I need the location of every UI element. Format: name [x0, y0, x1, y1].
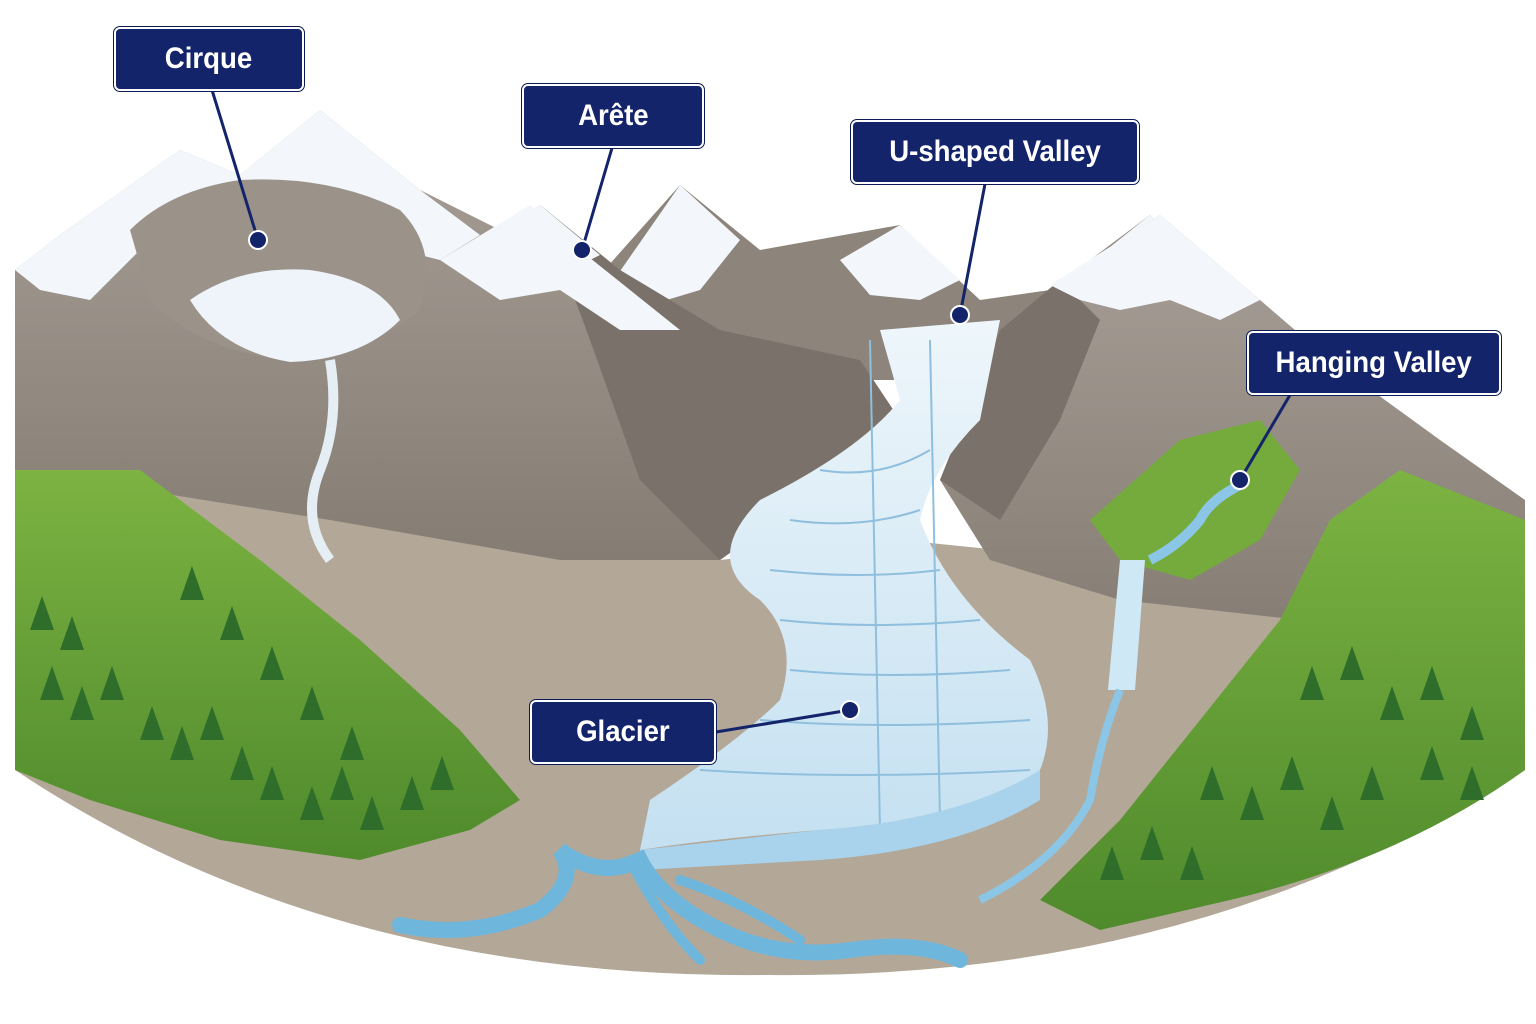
- hanging-valley-pointer: [1230, 394, 1292, 490]
- cirque-snow-basin: [190, 269, 400, 362]
- label-u-shaped-valley-text: U-shaped Valley: [889, 135, 1101, 168]
- left-forest-trees: [30, 566, 454, 830]
- u-valley-pointer: [950, 183, 987, 325]
- glacier-terminus: [640, 770, 1040, 870]
- outwash-river-branch: [625, 855, 805, 965]
- cirque-outflow: [307, 359, 339, 563]
- label-hanging-valley: Hanging Valley: [1247, 331, 1501, 395]
- arete-pointer: [572, 147, 614, 260]
- label-glacier: Glacier: [530, 700, 716, 764]
- label-glacier-text: Glacier: [576, 715, 670, 748]
- waterfall: [1108, 560, 1145, 690]
- waterfall-stream: [978, 688, 1124, 904]
- back-peaks-snow: [600, 185, 1220, 305]
- right-forest-trees: [1100, 646, 1484, 880]
- right-mountain-shadow: [940, 280, 1100, 520]
- glacier-crevasses: [699, 339, 1031, 831]
- label-arete-text: Arête: [577, 99, 649, 132]
- label-cirque: Cirque: [114, 27, 304, 91]
- outwash-river: [392, 843, 968, 968]
- label-hanging-valley-text: Hanging Valley: [1275, 346, 1473, 379]
- label-arete: Arête: [522, 84, 704, 148]
- label-cirque-text: Cirque: [165, 42, 253, 75]
- cirque-pointer: [210, 89, 268, 250]
- arete-ridge: [440, 205, 680, 330]
- hanging-valley-shelf: [1090, 420, 1300, 580]
- right-forest-slope: [1040, 470, 1525, 930]
- glacier-ice: [640, 320, 1048, 850]
- glacier-pointer: [715, 700, 860, 734]
- hanging-valley-stream: [1147, 480, 1243, 565]
- label-u-shaped-valley: U-shaped Valley: [851, 120, 1139, 184]
- right-peaks-snow: [1050, 215, 1260, 320]
